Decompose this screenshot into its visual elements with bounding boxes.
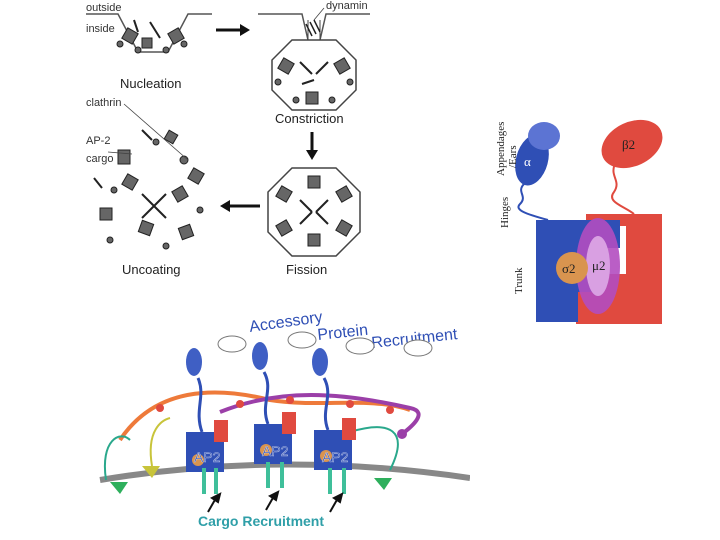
membrane-nucleation bbox=[86, 13, 212, 53]
ap2-label-1: AP2 bbox=[194, 449, 221, 465]
constriction-coat bbox=[274, 57, 354, 105]
red-beads bbox=[156, 396, 407, 439]
label-appendages: Appendages bbox=[495, 122, 507, 176]
ap2-label-3: AP2 bbox=[322, 449, 349, 465]
ap2-complex-2: AP2 bbox=[252, 342, 296, 464]
purple-linkers bbox=[219, 393, 421, 436]
label-cargo: cargo bbox=[86, 153, 114, 165]
green-receptors bbox=[110, 466, 392, 494]
title-accessory: Accessory bbox=[248, 309, 323, 336]
sigma2-label: σ2 bbox=[562, 261, 576, 276]
fission-coat bbox=[275, 175, 353, 247]
cargo-bars bbox=[202, 462, 346, 494]
label-hinges: Hinges bbox=[499, 197, 511, 228]
label-cargo-recruitment: Cargo Recruitment bbox=[198, 513, 324, 529]
stage-nucleation: Nucleation bbox=[120, 76, 181, 91]
label-outside: outside bbox=[86, 2, 121, 14]
ap2-label-2: AP2 bbox=[262, 443, 289, 459]
beta2-appendage bbox=[601, 119, 663, 169]
label-dynamin: dynamin bbox=[326, 0, 368, 12]
yellow-linker bbox=[149, 417, 171, 467]
stage-uncoating: Uncoating bbox=[122, 262, 181, 277]
ap2-structure-diagram: σ2 μ2 α β2 Appendages /Ears Hinges Trunk bbox=[495, 119, 663, 324]
label-ap2: AP-2 bbox=[86, 135, 110, 147]
alpha-appendage-upper bbox=[528, 122, 560, 150]
mu2-label: μ2 bbox=[592, 258, 605, 273]
ap2-complex-1: AP2 bbox=[186, 348, 228, 472]
label-ears: /Ears bbox=[507, 145, 519, 168]
teal-linker-left bbox=[103, 435, 131, 481]
beta2-label: β2 bbox=[622, 137, 635, 152]
cycle-legend: clathrin AP-2 cargo bbox=[86, 97, 189, 189]
endocytosis-cycle-diagram: outside inside Nucleation dynamin Con bbox=[86, 0, 370, 277]
mu2-core bbox=[586, 236, 610, 296]
uncoating-vesicle bbox=[99, 167, 205, 250]
alpha-label: α bbox=[524, 154, 531, 169]
stage-constriction: Constriction bbox=[275, 111, 344, 126]
recruitment-diagram: Accessory Protein Recruitment AP2 AP2 AP… bbox=[99, 309, 470, 529]
beta2-hinge bbox=[611, 161, 635, 215]
ap2-complex-3: AP2 bbox=[312, 348, 356, 470]
nucleation-coat bbox=[116, 19, 188, 54]
label-inside: inside bbox=[86, 23, 115, 35]
dynamin-rings bbox=[305, 19, 321, 37]
stage-fission: Fission bbox=[286, 262, 327, 277]
alpha-hinge bbox=[517, 183, 549, 221]
teal-linker-right bbox=[349, 426, 399, 471]
accessory-proteins bbox=[217, 331, 433, 357]
label-clathrin: clathrin bbox=[86, 97, 121, 109]
arrow-to-fission bbox=[306, 132, 318, 160]
sigma2-subunit bbox=[556, 252, 588, 284]
cargo-arrows bbox=[207, 490, 344, 513]
arrow-to-uncoating bbox=[220, 200, 260, 212]
arrow-to-constriction bbox=[216, 24, 250, 36]
membrane-constriction bbox=[258, 13, 370, 111]
label-trunk: Trunk bbox=[513, 267, 525, 294]
vesicle-fission bbox=[267, 167, 361, 257]
